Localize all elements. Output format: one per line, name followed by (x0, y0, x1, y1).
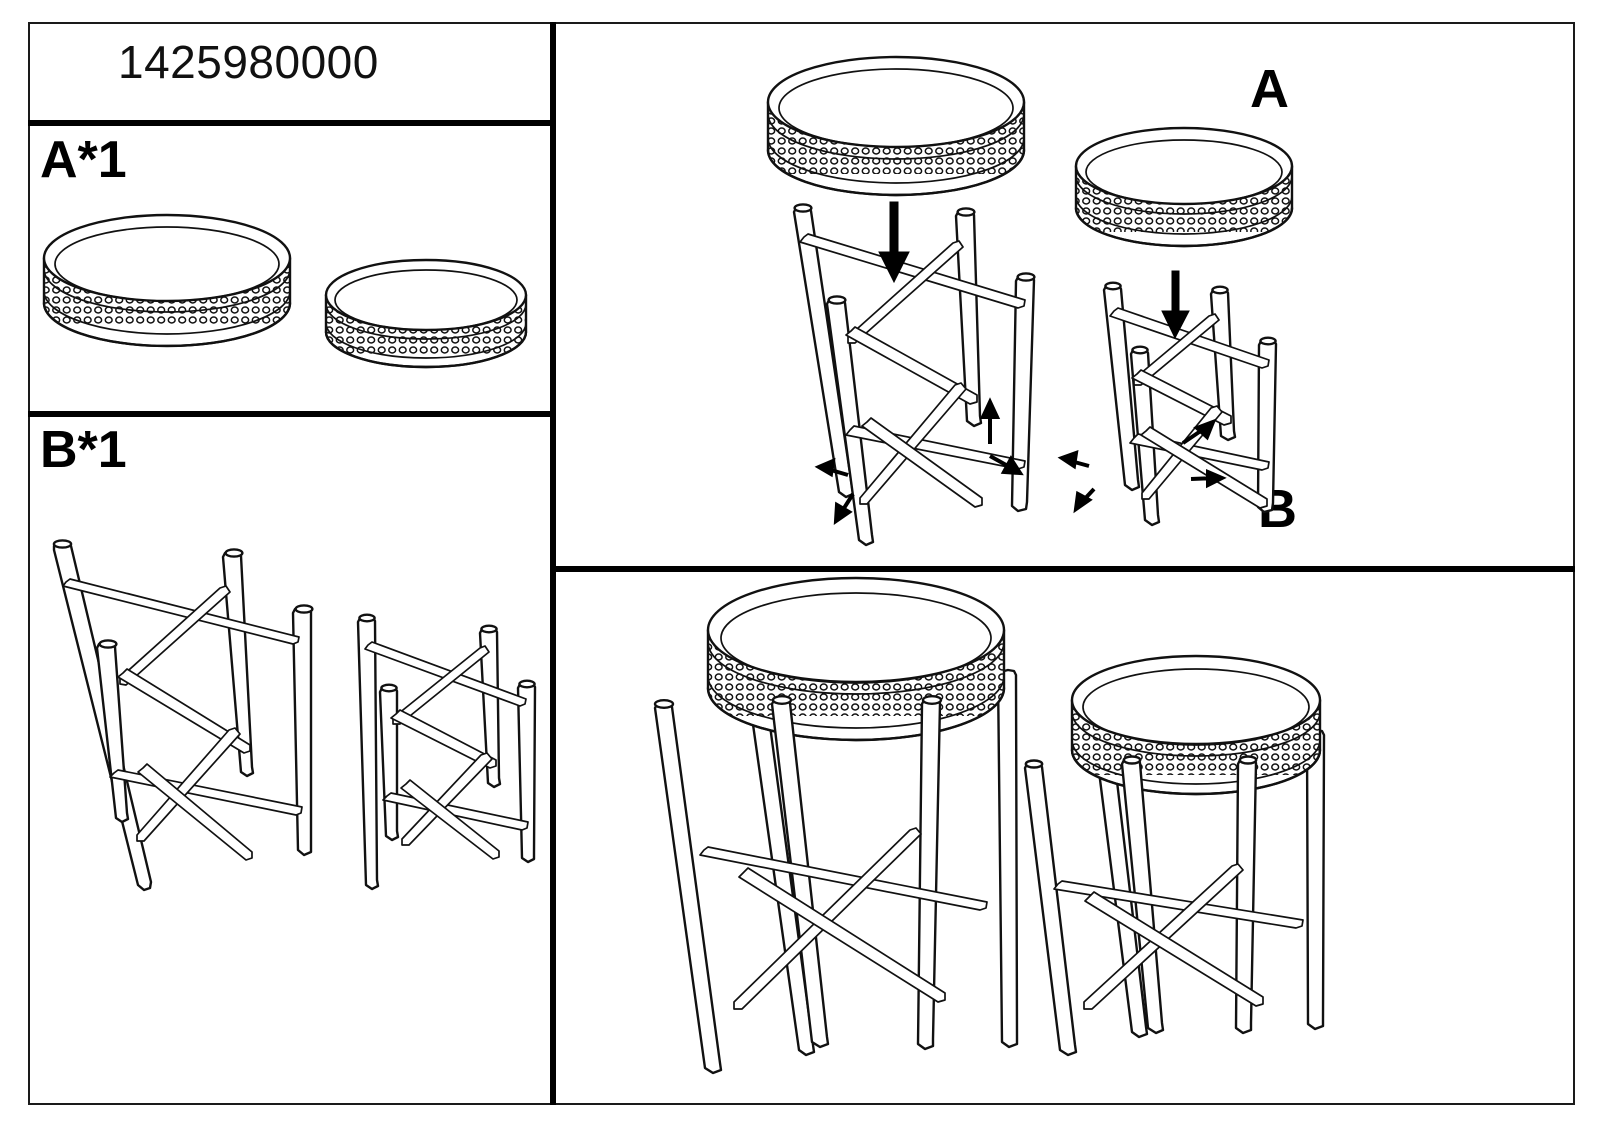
part-b-illustration (30, 500, 550, 900)
part-a-illustration (30, 185, 550, 400)
part-label-a: A*1 (40, 131, 127, 189)
divider-column-main (550, 22, 556, 1105)
divider-parts-a-b (28, 411, 553, 417)
step2-illustration (556, 572, 1572, 1104)
step1-illustration (556, 26, 1572, 564)
divider-title-parts (28, 120, 553, 126)
finished-assembly-panel (556, 572, 1572, 1104)
spread-arrows-right (1057, 418, 1227, 514)
divider-step-panels (550, 566, 1575, 572)
page-title: 1425980000 (118, 36, 379, 88)
spread-arrows-left (814, 397, 1024, 525)
insert-arrow-large (878, 201, 910, 284)
part-label-b: B*1 (40, 421, 127, 479)
sheet-border (28, 22, 1575, 1105)
insert-arrow-small (1161, 270, 1190, 340)
step-callout-a: A (1250, 59, 1289, 119)
assembly-step-panel: A B (556, 26, 1572, 564)
